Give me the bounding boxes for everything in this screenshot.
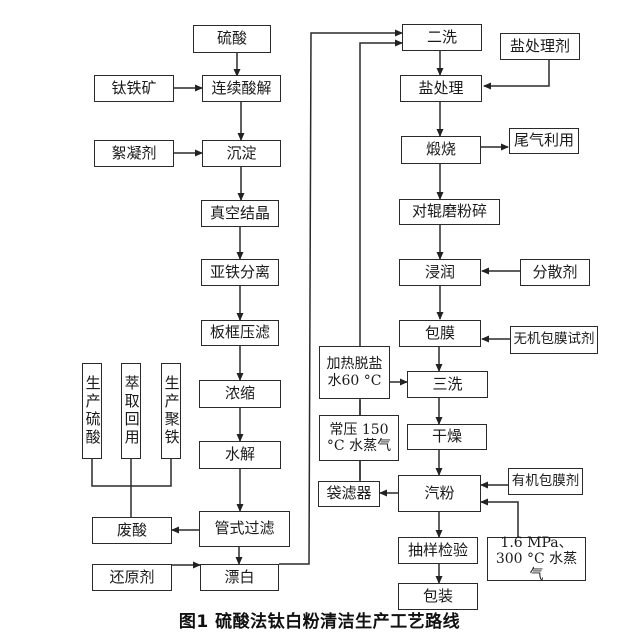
- node-sedimentation: 沉淀: [202, 140, 281, 167]
- arrow-bagfilter-to-second-wash: [359, 39, 403, 481]
- node-drying: 干燥: [407, 424, 487, 450]
- node-ilmenite: 钛铁矿: [94, 75, 174, 102]
- node-produce-sulfuric-acid: 生产硫酸: [82, 363, 102, 459]
- node-dispersant: 分散剂: [520, 259, 590, 286]
- node-high-pressure-steam: 1.6 MPa、300 °C 水蒸气: [487, 535, 586, 583]
- node-vacuum-crystallization: 真空结晶: [201, 200, 279, 227]
- node-salt-treatment-agent: 盐处理剂: [500, 33, 580, 60]
- node-continuous-acidolysis: 连续酸解: [202, 75, 281, 102]
- node-plate-frame-filtration: 板框压滤: [201, 320, 279, 346]
- node-inorganic-coating-agent: 无机包膜试剂: [510, 326, 598, 354]
- node-heated-desalted-water: 加热脱盐水60 °C: [319, 346, 390, 399]
- node-hydrolysis: 水解: [199, 441, 281, 469]
- arrow-saltagent-to-salt: [483, 60, 550, 90]
- node-calcination: 煅烧: [401, 136, 481, 164]
- arrow-steam-to-jet: [480, 498, 519, 537]
- node-jet-milling: 汽粉: [398, 475, 481, 512]
- node-sampling-inspection: 抽样检验: [398, 537, 478, 564]
- node-ferrous-separation: 亚铁分离: [201, 259, 279, 286]
- node-extraction-reuse: 萃取回用: [121, 363, 141, 459]
- node-organic-coating-agent: 有机包膜剂: [508, 468, 583, 495]
- node-tail-gas-use: 尾气利用: [509, 128, 579, 154]
- node-wetting: 浸润: [399, 259, 481, 286]
- node-produce-polyferric: 生产聚铁: [161, 363, 181, 459]
- node-sulfuric-acid: 硫酸: [193, 25, 271, 53]
- node-salt-treatment: 盐处理: [400, 75, 482, 102]
- node-roller-milling: 对辊磨粉碎: [399, 199, 500, 225]
- node-third-wash: 三洗: [407, 371, 488, 398]
- node-bag-filter: 袋滤器: [318, 481, 380, 507]
- node-tube-filtration: 管式过滤: [199, 511, 290, 547]
- figure-caption: 图1 硫酸法钛白粉清洁生产工艺路线: [178, 612, 461, 632]
- node-bleaching: 漂白: [200, 564, 279, 591]
- node-flocculant: 絮凝剂: [94, 140, 174, 167]
- node-atmospheric-steam: 常压 150 °C 水蒸气: [319, 415, 399, 461]
- node-concentration: 浓缩: [199, 380, 281, 408]
- node-packaging: 包装: [398, 583, 478, 610]
- arrow-bleach-to-second-wash: [279, 29, 403, 565]
- node-reducing-agent: 还原剂: [92, 564, 172, 591]
- node-waste-acid: 废酸: [92, 517, 172, 544]
- node-coating: 包膜: [399, 320, 481, 347]
- node-second-wash: 二洗: [402, 24, 482, 51]
